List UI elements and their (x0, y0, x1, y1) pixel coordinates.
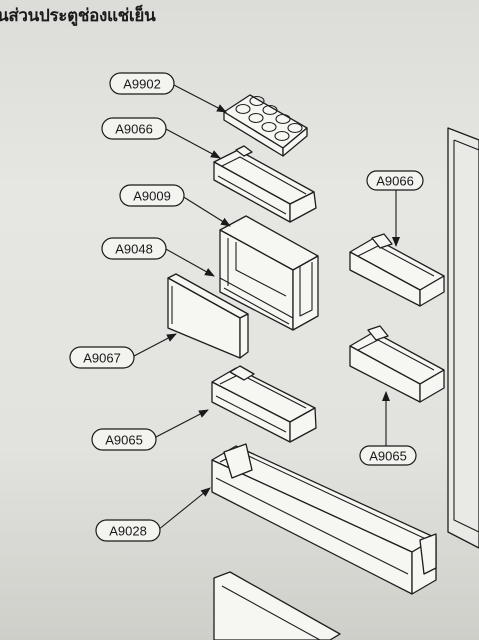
label-a9066-right: A9066 (366, 170, 424, 191)
door-bin-top (213, 145, 317, 223)
page-title: นส่วนประตูช่องแช่เย็น (0, 6, 156, 26)
label-text: A9902 (123, 77, 161, 92)
label-text: A9028 (109, 524, 147, 539)
label-a9902: A9902 (109, 72, 175, 95)
label-a9009: A9009 (119, 184, 185, 207)
label-a9065-right: A9065 (359, 445, 417, 466)
label-a9028: A9028 (95, 519, 161, 542)
label-text: A9066 (115, 122, 153, 137)
label-text: A9065 (369, 449, 407, 464)
bottom-rail (213, 571, 341, 640)
label-text: A9009 (133, 189, 171, 204)
label-a9066-left: A9066 (101, 117, 167, 140)
right-door-bin-upper (349, 233, 445, 307)
egg-tray (223, 94, 308, 157)
label-text: A9065 (105, 433, 143, 448)
dairy-box-base (219, 277, 294, 325)
label-a9048: A9048 (101, 237, 167, 260)
door-bin-middle (211, 365, 317, 443)
dairy-box (219, 215, 319, 331)
leader-lines (133, 83, 400, 531)
label-text: A9048 (115, 242, 153, 257)
label-text: A9067 (83, 351, 121, 366)
door-frame (447, 127, 479, 549)
dairy-cover (167, 273, 249, 359)
long-door-bin (211, 443, 437, 595)
right-door-bin-lower (349, 325, 445, 403)
label-a9067: A9067 (69, 346, 135, 369)
label-text: A9066 (376, 174, 414, 189)
label-a9065-left: A9065 (91, 428, 157, 451)
